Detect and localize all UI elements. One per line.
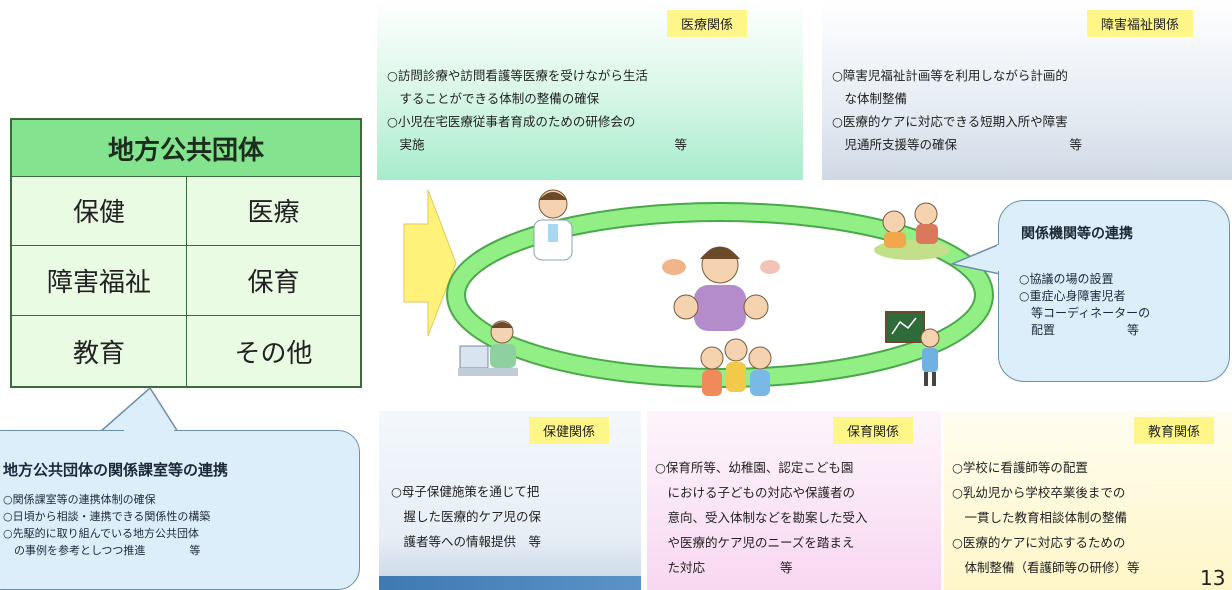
agency-coordination-title: 関係機関等の連携 — [1021, 226, 1133, 242]
gov-coordination-item: ○関係課室等の連携体制の確保 — [3, 493, 156, 506]
agency-coordination-item: 配置 等 — [1019, 323, 1140, 337]
education-text: ○学校に看護師等の配置 ○乳幼児から学校卒業後までの 一貫した教育相談体制の整備… — [952, 455, 1140, 580]
childcare-tag: 保育関係 — [833, 417, 914, 444]
childcare-line: や医療的ケア児のニーズを踏まえ — [655, 535, 855, 550]
disability-text: ○障害児福祉計画等を利用しながら計画的 な体制整備 ○医療的ケアに対応できる短期… — [832, 64, 1082, 156]
children-group-icon — [700, 338, 772, 396]
childcare-box: 保育関係 ○保育所等、幼稚園、認定こども園 における子どもの対応や保護者の 意向… — [647, 411, 941, 590]
medical-line: 実施 等 — [387, 137, 688, 152]
gov-coordination-title: 地方公共団体の関係課室等の連携 — [3, 461, 229, 479]
children-playing-icon — [874, 202, 950, 260]
agency-coordination-item: ○重症心身障害児者 — [1019, 289, 1126, 303]
health-text: ○母子保健施策を通じて把 握した医療的ケア児の保 護者等への情報提供 等 — [391, 479, 541, 554]
agency-coordination-list: ○協議の場の設置 ○重症心身障害児者 等コーディネーターの 配置 等 — [1019, 271, 1150, 339]
medical-text: ○訪問診療や訪問看護等医療を受けながら生活 することができる体制の整備の確保 ○… — [387, 64, 687, 156]
bubble-joint-right — [997, 245, 1001, 271]
education-tag: 教育関係 — [1134, 417, 1215, 444]
gov-coordination-item: の事例を参考としつつ推進 等 — [3, 544, 201, 557]
childcare-line: た対応 等 — [655, 560, 793, 575]
family-center-icon — [662, 246, 780, 331]
health-tag: 保健関係 — [529, 417, 610, 444]
gov-coordination-item: ○先駆的に取り組んでいる地方公共団体 — [3, 527, 200, 540]
gov-cell-education: 教育 — [72, 338, 125, 369]
disability-line: 児通所支援等の確保 等 — [832, 137, 1083, 152]
education-line: ○医療的ケアに対応するための — [952, 535, 1126, 550]
childcare-line: 意向、受入体制などを勘案した受入 — [655, 510, 868, 525]
agency-coordination-item: ○協議の場の設置 — [1019, 272, 1114, 286]
health-line: 護者等への情報提供 等 — [391, 534, 542, 549]
disability-line: ○医療的ケアに対応できる短期入所や障害 — [832, 114, 1068, 129]
disability-line: ○障害児福祉計画等を利用しながら計画的 — [832, 68, 1068, 83]
medical-line: することができる体制の整備の確保 — [387, 91, 600, 106]
medical-box: 医療関係 ○訪問診療や訪問看護等医療を受けながら生活 することができる体制の整備… — [377, 0, 803, 180]
health-box: 保健関係 ○母子保健施策を通じて把 握した医療的ケア児の保 護者等への情報提供 … — [379, 411, 641, 590]
medical-tag: 医療関係 — [667, 10, 748, 37]
education-line: ○学校に看護師等の配置 — [952, 460, 1088, 475]
teacher-icon — [885, 311, 940, 386]
agency-coordination-bubble: 関係機関等の連携 ○協議の場の設置 ○重症心身障害児者 等コーディネーターの 配… — [998, 200, 1230, 382]
education-line: 体制整備（看護師等の研修）等 — [952, 560, 1140, 575]
local-government-title: 地方公共団体 — [12, 120, 360, 177]
health-line: ○母子保健施策を通じて把 — [391, 484, 540, 499]
gov-cell-disability: 障害福祉 — [12, 246, 186, 316]
health-stripe — [379, 576, 641, 590]
gov-cell-childcare: 保育 — [186, 246, 360, 316]
right-arrow-icon — [403, 189, 457, 337]
childcare-text: ○保育所等、幼稚園、認定こども園 における子どもの対応や保護者の 意向、受入体制… — [655, 455, 868, 580]
education-box: 教育関係 ○学校に看護師等の配置 ○乳幼児から学校卒業後までの 一貫した教育相談… — [944, 411, 1232, 590]
gov-cell-other: その他 — [186, 316, 360, 386]
doctor-icon — [533, 189, 573, 261]
health-line: 握した医療的ケア児の保 — [391, 509, 542, 524]
gov-coordination-list: ○関係課室等の連携体制の確保 ○日頃から相談・連携できる関係性の構築 ○先駆的に… — [3, 491, 210, 559]
medical-line: ○訪問診療や訪問看護等医療を受けながら生活 — [387, 68, 648, 83]
gov-coordination-item: ○日頃から相談・連携できる関係性の構築 — [3, 510, 211, 523]
education-line: 一貫した教育相談体制の整備 — [952, 510, 1128, 525]
computer-worker-icon — [458, 320, 518, 376]
disability-welfare-box: 障害福祉関係 ○障害児福祉計画等を利用しながら計画的 な体制整備 ○医療的ケアに… — [822, 0, 1232, 180]
page-number: 13 — [1200, 566, 1226, 590]
education-line: ○乳幼児から学校卒業後までの — [952, 485, 1126, 500]
bubble-joint — [124, 429, 174, 432]
agency-coordination-item: 等コーディネーターの — [1019, 306, 1151, 320]
disability-line: な体制整備 — [832, 91, 908, 106]
gov-coordination-bubble: 地方公共団体の関係課室等の連携 ○関係課室等の連携体制の確保 ○日頃から相談・連… — [0, 430, 360, 590]
gov-cell-health: 保健 — [12, 176, 186, 246]
disability-tag: 障害福祉関係 — [1087, 10, 1194, 37]
gov-cell-medical: 医療 — [186, 176, 360, 246]
childcare-line: ○保育所等、幼稚園、認定こども園 — [655, 460, 854, 475]
local-government-table: 地方公共団体 保健 医療 障害福祉 保育 教育 その他 — [10, 118, 362, 388]
childcare-line: における子どもの対応や保護者の — [655, 485, 856, 500]
medical-line: ○小児在宅医療従事者育成のための研修会の — [387, 114, 636, 129]
